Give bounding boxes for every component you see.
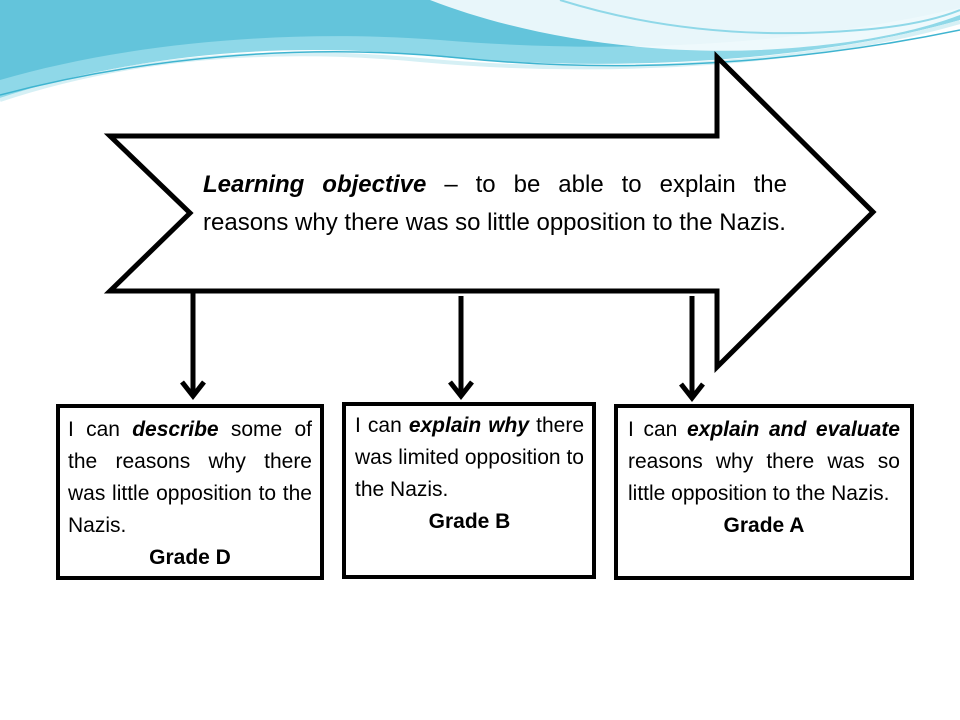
grade-a-text-post: reasons why there was so little oppositi…: [628, 450, 900, 505]
grade-b-keyword: explain why: [408, 414, 530, 437]
grade-d-label: Grade D: [149, 546, 231, 569]
grade-a-keyword: explain and evaluate: [686, 418, 900, 441]
grade-d-text-post: some of the reasons why there was little…: [68, 418, 312, 537]
grade-b-label: Grade B: [428, 510, 511, 533]
grade-a-description: I can explain and evaluate reasons why t…: [628, 414, 900, 510]
grade-b-description: I can explain why there was limited oppo…: [355, 410, 584, 506]
grade-d-box: I can describe some of the reasons why t…: [56, 404, 324, 580]
grade-b-box: I can explain why there was limited oppo…: [342, 402, 596, 579]
learning-objective: Learning objective – to be able to expla…: [203, 166, 787, 242]
objective-lead: Learning objective: [203, 171, 427, 198]
connector-arrow-a: [679, 296, 705, 403]
grade-d-description: I can describe some of the reasons why t…: [68, 414, 312, 542]
connector-arrow-d: [180, 293, 206, 401]
objective-arrow-shape: [103, 50, 877, 374]
grade-d-keyword: describe: [132, 418, 219, 441]
objective-text: – to be able to explain the reasons why …: [203, 171, 787, 236]
grade-b-text-post: there was limited opposition to the Nazi…: [355, 414, 584, 501]
grade-b-text-pre: I can: [355, 414, 409, 437]
grade-a-box: I can explain and evaluate reasons why t…: [614, 404, 914, 580]
grade-d-text-pre: I can: [68, 418, 133, 441]
grade-a-label: Grade A: [723, 514, 805, 537]
grade-a-text-pre: I can: [628, 418, 687, 441]
connector-arrow-b: [448, 296, 474, 401]
